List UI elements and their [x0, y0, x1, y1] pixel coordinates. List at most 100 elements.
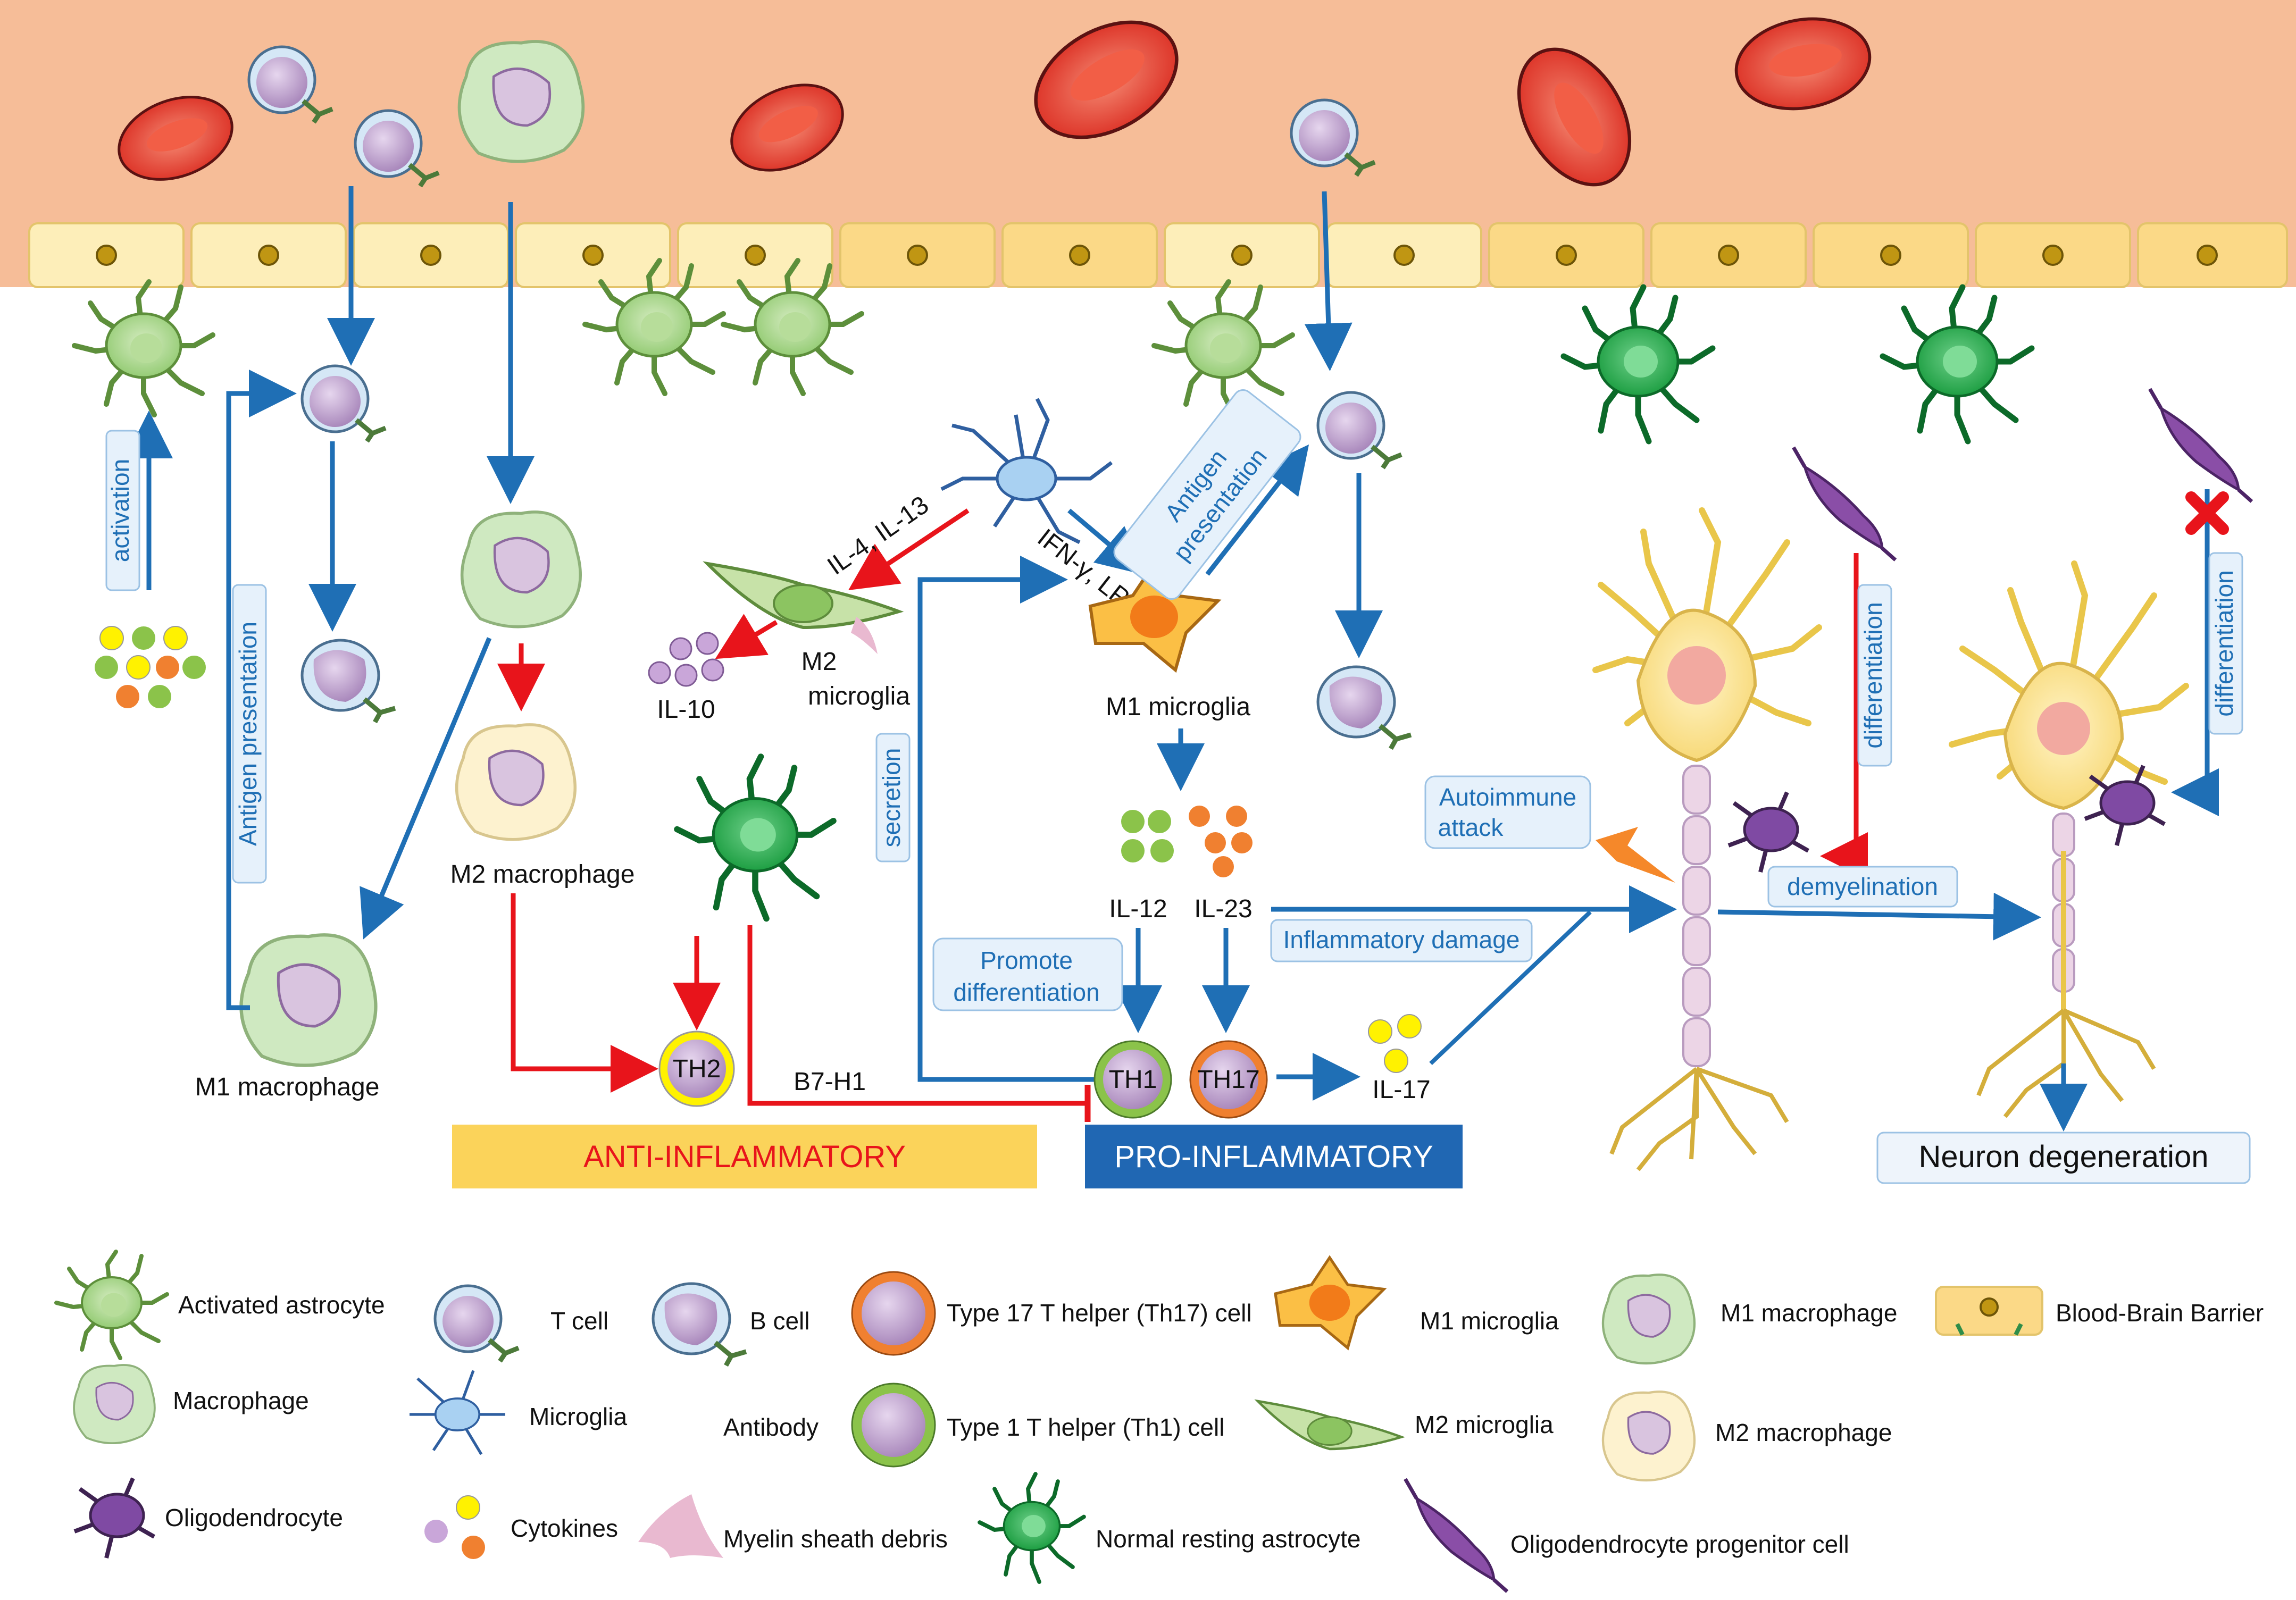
opc-icon	[1772, 447, 1917, 560]
th2-cell: TH2	[658, 1031, 735, 1107]
legend-opc: Oligodendrocyte progenitor cell	[1510, 1530, 1849, 1558]
th17-label: TH17	[1197, 1066, 1259, 1094]
legend-macrophage: Macrophage	[173, 1387, 309, 1414]
m2-macrophage-label: M2 macrophage	[450, 860, 635, 889]
anti-inflammatory-label: ANTI-INFLAMMATORY	[583, 1140, 906, 1174]
neuron-degeneration-label: Neuron degeneration	[1919, 1140, 2209, 1174]
legend-t-cell: T cell	[550, 1307, 608, 1335]
neuron-2	[1949, 560, 2189, 1118]
m2-microglia-icon	[703, 561, 904, 654]
legend-b-cell-icon	[653, 1284, 746, 1366]
macrophage-icon	[462, 512, 581, 627]
il10-cluster	[648, 632, 724, 687]
legend-m2-macrophage-icon	[1603, 1392, 1694, 1480]
th2-label: TH2	[673, 1055, 721, 1083]
legend-m1-macrophage: M1 macrophage	[1721, 1299, 1897, 1327]
il10-label: IL-10	[657, 696, 715, 724]
il12-label: IL-12	[1109, 895, 1167, 923]
resting-astrocyte-icon	[1564, 287, 1713, 441]
legend-resting-astrocyte-icon	[980, 1474, 1084, 1582]
legend-bbb: Blood-Brain Barrier	[2056, 1299, 2264, 1327]
legend-microglia-icon	[410, 1370, 505, 1455]
legend-myelin-debris-icon	[638, 1494, 723, 1558]
legend-m2-microglia: M2 microglia	[1415, 1411, 1554, 1438]
legend-m1-macrophage-icon	[1603, 1275, 1694, 1363]
legend-opc-icon	[1384, 1479, 1529, 1591]
blood-brain-barrier	[28, 222, 2288, 288]
il17-cluster	[1368, 1014, 1422, 1073]
antigen-presentation-left-label: Antigen presentation	[234, 622, 262, 846]
legend-activated-astrocyte-icon	[56, 1252, 167, 1358]
autoimmune-label-2: attack	[1438, 814, 1504, 841]
legend-activated-astrocyte: Activated astrocyte	[178, 1291, 385, 1319]
promote-label-1: Promote	[980, 946, 1073, 974]
lightning-icon	[1596, 827, 1675, 883]
pro-inflammatory-banner: PRO-INFLAMMATORY	[1085, 1125, 1463, 1188]
m1-macrophage-icon	[241, 935, 375, 1065]
microglia-icon	[940, 398, 1113, 544]
legend: Activated astrocyte Macrophage Oligodend…	[56, 1252, 2264, 1591]
th1-cell: TH1	[1093, 1040, 1172, 1119]
activated-astrocyte-icon	[74, 282, 213, 415]
legend-microglia: Microglia	[529, 1403, 627, 1430]
t-cell-icon	[302, 366, 386, 441]
legend-oligodendrocyte-icon	[74, 1478, 154, 1558]
legend-th17-icon	[851, 1271, 936, 1356]
m1-microglia-label: M1 microglia	[1106, 693, 1250, 721]
cytokines-il23	[1189, 806, 1253, 877]
resting-astrocyte-icon	[677, 757, 833, 919]
legend-b-cell: B cell	[750, 1307, 809, 1335]
demyelination-label: demyelination	[1787, 873, 1938, 900]
pro-inflammatory-label: PRO-INFLAMMATORY	[1114, 1140, 1433, 1174]
activation-label-box: activation	[105, 430, 140, 591]
resting-astrocyte-icon	[1883, 287, 2032, 441]
autoimmune-attack-box: Autoimmune attack	[1424, 775, 1591, 849]
th17-cell: TH17	[1189, 1040, 1268, 1119]
secretion-label-box: secretion	[875, 733, 911, 862]
antigen-presentation-left-box: Antigen presentation	[232, 584, 267, 884]
inflammatory-damage-box: Inflammatory damage	[1270, 919, 1533, 962]
cytokines-cluster-left	[95, 626, 206, 708]
legend-cytokines-icon	[424, 1495, 485, 1559]
blocked-x-icon	[2185, 491, 2229, 535]
legend-m2-macrophage: M2 macrophage	[1715, 1419, 1892, 1446]
t-cell-icon	[1318, 392, 1401, 468]
demyelination-box: demyelination	[1767, 866, 1958, 908]
legend-oligodendrocyte: Oligodendrocyte	[165, 1504, 343, 1531]
b-cell-icon	[302, 640, 395, 722]
th1-label: TH1	[1109, 1066, 1157, 1094]
legend-antibody: Antibody	[723, 1413, 819, 1441]
opc-icon	[2128, 389, 2273, 501]
legend-th17: Type 17 T helper (Th17) cell	[947, 1299, 1252, 1327]
il4-il13-label: IL-4, IL-13	[822, 491, 934, 581]
neuron-degeneration-box: Neuron degeneration	[1876, 1132, 2251, 1184]
differentiation-box-1: differentiation	[1857, 584, 1892, 767]
legend-resting-astrocyte: Normal resting astrocyte	[1096, 1525, 1361, 1553]
legend-t-cell-icon	[435, 1286, 519, 1361]
m2-microglia-label-1: M2	[801, 648, 837, 676]
il23-label: IL-23	[1194, 895, 1252, 923]
m2-macrophage-icon	[457, 725, 575, 840]
neuron-1	[1592, 507, 1822, 1171]
b-cell-icon	[1318, 667, 1411, 749]
differentiation-label-1: differentiation	[1859, 602, 1887, 748]
legend-cytokines: Cytokines	[511, 1514, 618, 1542]
legend-m1-microglia: M1 microglia	[1420, 1307, 1559, 1335]
m2-microglia-label-2: microglia	[808, 682, 910, 710]
legend-th1-icon	[851, 1383, 936, 1468]
legend-myelin-debris: Myelin sheath debris	[723, 1525, 948, 1553]
legend-th1: Type 1 T helper (Th1) cell	[947, 1413, 1224, 1441]
il17-label: IL-17	[1372, 1076, 1430, 1104]
b7h1-label: B7-H1	[794, 1068, 866, 1096]
differentiation-label-2: differentiation	[2210, 570, 2238, 716]
autoimmune-label-1: Autoimmune	[1439, 783, 1576, 811]
activation-label: activation	[106, 459, 134, 562]
antigen-presentation-mid-box: Antigen presentation	[1113, 389, 1301, 600]
secretion-label: secretion	[878, 748, 905, 848]
differentiation-box-2: differentiation	[2208, 552, 2243, 735]
oligodendrocyte-icon	[1729, 792, 1808, 872]
m1-macrophage-label: M1 macrophage	[195, 1073, 380, 1101]
legend-m2-microglia-icon	[1254, 1399, 1406, 1451]
legend-m1-microglia-icon	[1274, 1255, 1387, 1351]
